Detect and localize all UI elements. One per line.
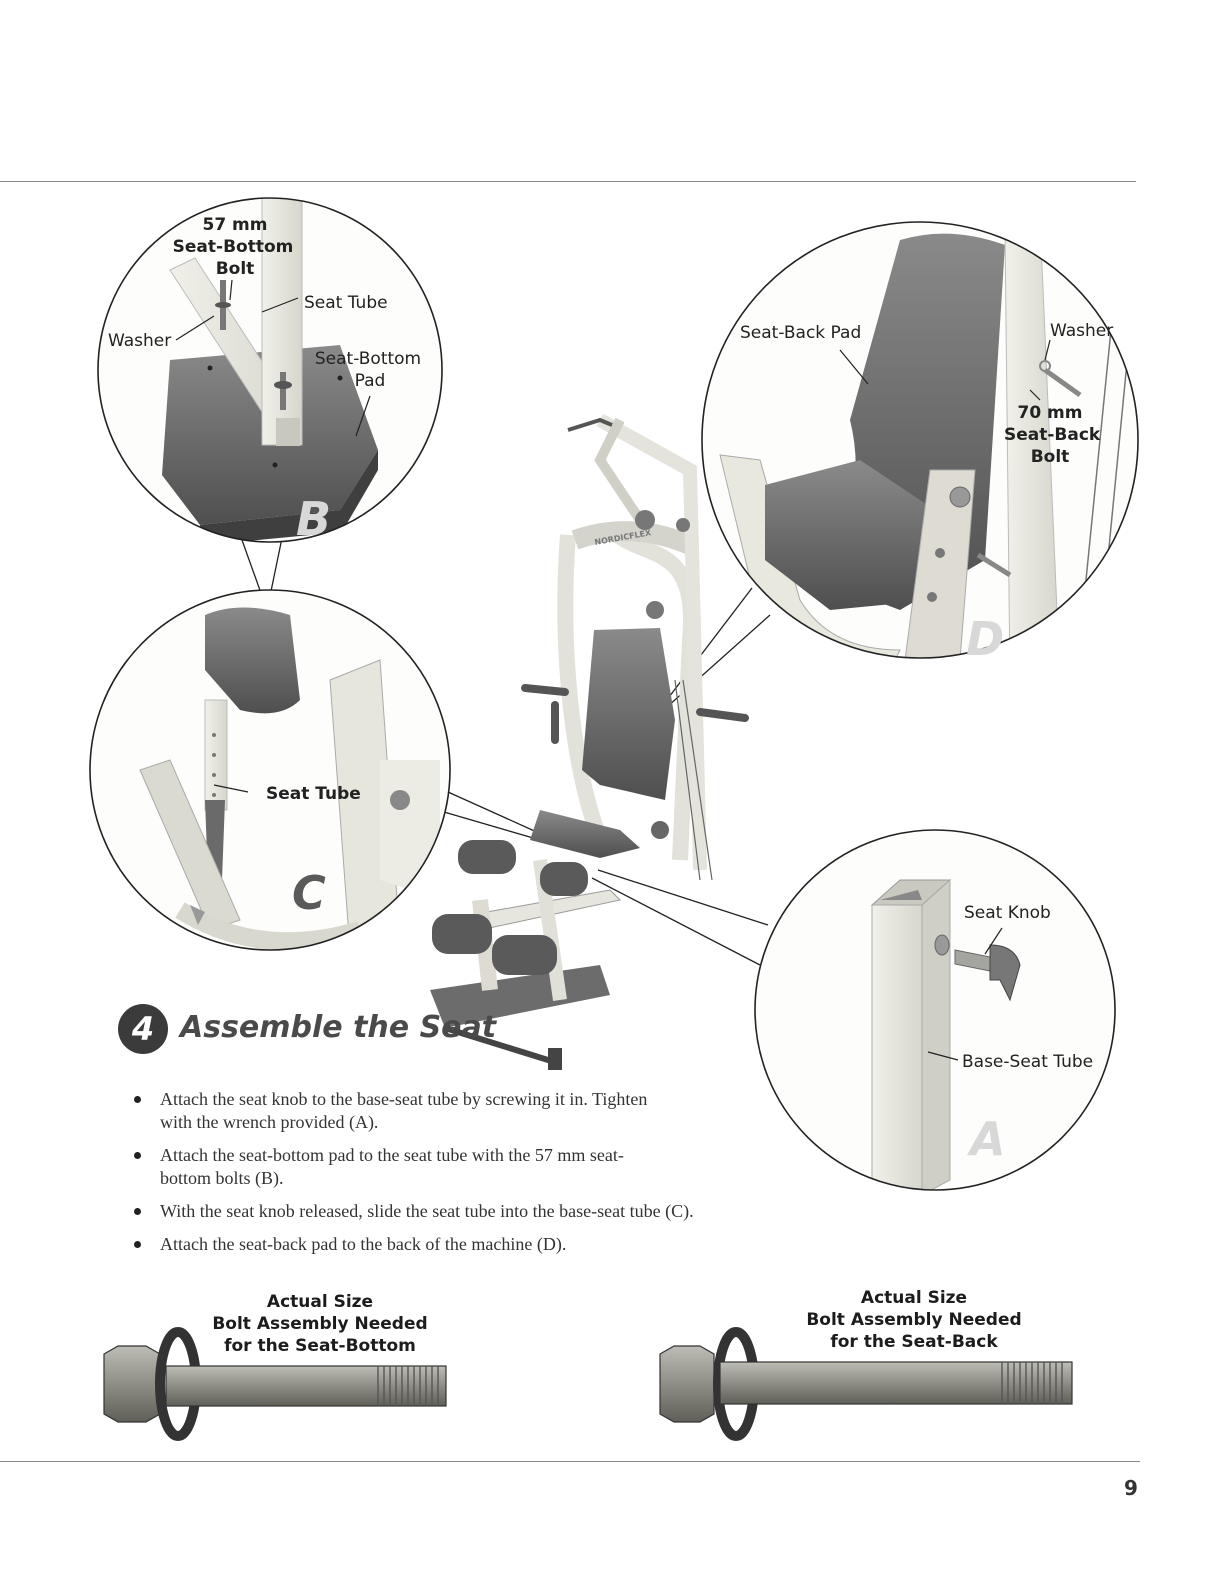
seat-bottom-bolt-illustration bbox=[103, 1327, 447, 1441]
a-seat-knob-label: Seat Knob bbox=[964, 903, 1051, 923]
seat-back-bolt-caption: Actual Size Bolt Assembly Needed for the… bbox=[794, 1287, 1034, 1353]
d-bolt-name-label-2: Bolt bbox=[1030, 447, 1070, 467]
d-bolt-size-label: 70 mm bbox=[1017, 403, 1083, 423]
c-detail-letter: C bbox=[292, 866, 326, 920]
b-washer-label: Washer bbox=[108, 331, 172, 351]
machine-illustration: NORDICFLEX bbox=[430, 413, 749, 1070]
instruction-item: Attach the seat-bottom pad to the seat t… bbox=[130, 1144, 630, 1190]
instruction-item: Attach the seat knob to the base-seat tu… bbox=[130, 1088, 680, 1134]
b-seat-bottom-pad-label-2: Pad bbox=[354, 371, 386, 391]
top-rule bbox=[0, 181, 1136, 182]
instruction-item: With the seat knob released, slide the s… bbox=[130, 1200, 830, 1223]
step-number-badge: 4 bbox=[118, 1004, 168, 1054]
detail-b-circle bbox=[97, 197, 443, 543]
c-seat-tube-label: Seat Tube bbox=[266, 784, 361, 804]
b-bolt-size-label: 57 mm bbox=[202, 215, 268, 235]
d-seat-back-pad-label: Seat-Back Pad bbox=[740, 323, 862, 343]
seat-back-caption-line: Actual Size bbox=[860, 1288, 968, 1308]
seat-back-bolt-illustration bbox=[659, 1327, 1073, 1441]
seat-bottom-caption-line: Actual Size bbox=[266, 1292, 374, 1312]
detail-b-illustration bbox=[98, 198, 442, 542]
bottom-rule bbox=[0, 1461, 1140, 1462]
a-base-seat-tube-label: Base-Seat Tube bbox=[962, 1052, 1094, 1072]
instruction-list: Attach the seat knob to the base-seat tu… bbox=[130, 1088, 830, 1266]
page-number: 9 bbox=[1124, 1476, 1138, 1500]
b-bolt-name-label-2: Bolt bbox=[215, 259, 255, 279]
seat-bottom-bolt-caption: Actual Size Bolt Assembly Needed for the… bbox=[200, 1291, 440, 1357]
seat-bottom-caption-line: Bolt Assembly Needed bbox=[212, 1314, 428, 1334]
detail-d-circle bbox=[701, 221, 1139, 659]
detail-c-circle bbox=[89, 589, 451, 951]
b-seat-bottom-pad-label: Seat-Bottom bbox=[314, 349, 422, 369]
detail-c-illustration bbox=[90, 590, 450, 950]
d-bolt-name-label: Seat-Back bbox=[1004, 425, 1101, 445]
d-washer-label: Washer bbox=[1050, 321, 1114, 341]
b-bolt-name-label: Seat-Bottom bbox=[172, 237, 294, 257]
instruction-item: Attach the seat-back pad to the back of … bbox=[130, 1233, 830, 1256]
seat-back-caption-line: Bolt Assembly Needed bbox=[806, 1310, 1022, 1330]
seat-back-caption-line: for the Seat-Back bbox=[830, 1332, 998, 1352]
detail-d-illustration bbox=[702, 222, 1138, 658]
detail-a-circle bbox=[754, 829, 1116, 1191]
d-detail-letter: D bbox=[966, 612, 1005, 666]
a-detail-letter: A bbox=[970, 1112, 1006, 1166]
b-detail-letter: B bbox=[296, 492, 332, 546]
seat-bottom-caption-line: for the Seat-Bottom bbox=[224, 1336, 416, 1356]
detail-a-illustration bbox=[755, 830, 1115, 1190]
step-title: Assemble the Seat bbox=[180, 1010, 497, 1045]
b-seat-tube-label: Seat Tube bbox=[304, 293, 388, 313]
